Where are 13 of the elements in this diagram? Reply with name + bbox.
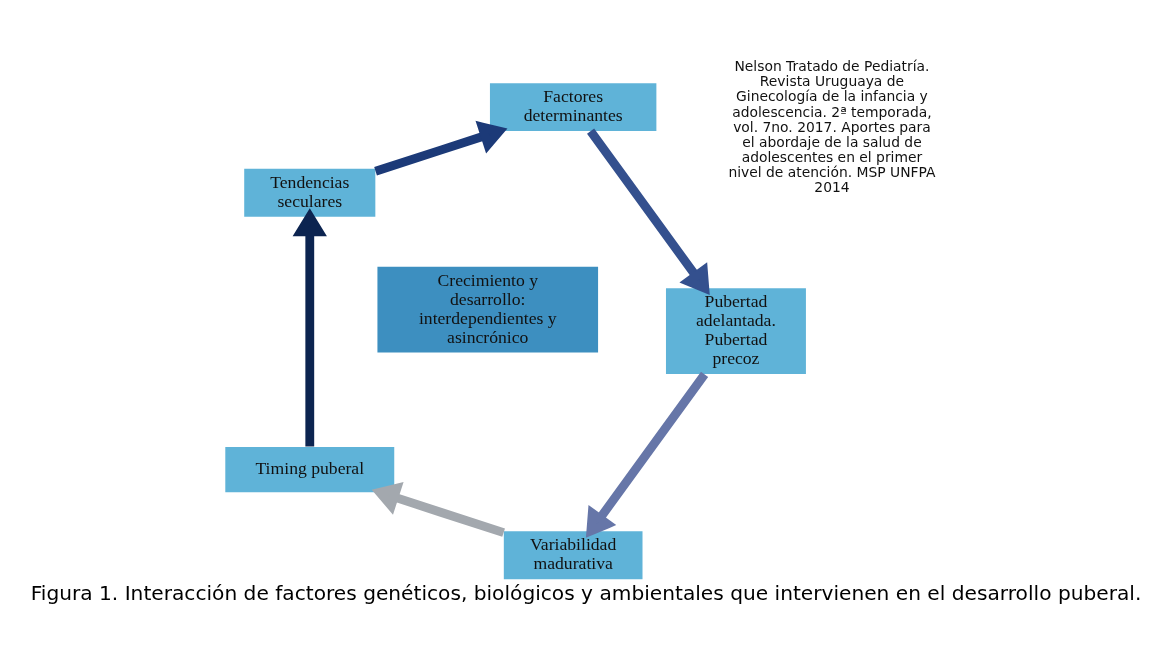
arrow [292,207,327,446]
node-box: Pubertad adelantada. Pubertad precoz [666,287,806,374]
caption: Figura 1. Interacción de factores genéticos, biológicos y ambientales que intervienen en el desarrollo puberal. [30,580,1142,605]
node-box: Tendencias seculares [244,168,376,217]
label: Crecimiento y desarrollo: interdependientes y asincrónico [418,269,557,347]
arrow [587,128,710,295]
arrow [371,481,505,537]
label: Nelson Tratado de Pediatría. Revista Uruguaya de Ginecología de la infancia y adolescencia. 2ª temporada, vol. 7no. 2017. Aportes para el abordaje de la salud de adolescentes en el primer nivel de atención. MSP UNFPA 2014 [728,57,936,195]
node-box: Timing puberal [225,446,395,492]
node-box: Factores determinantes [489,82,657,131]
arrow [585,371,709,538]
node-box: Variabilidad madurativa [503,530,643,579]
arrow [374,120,508,176]
